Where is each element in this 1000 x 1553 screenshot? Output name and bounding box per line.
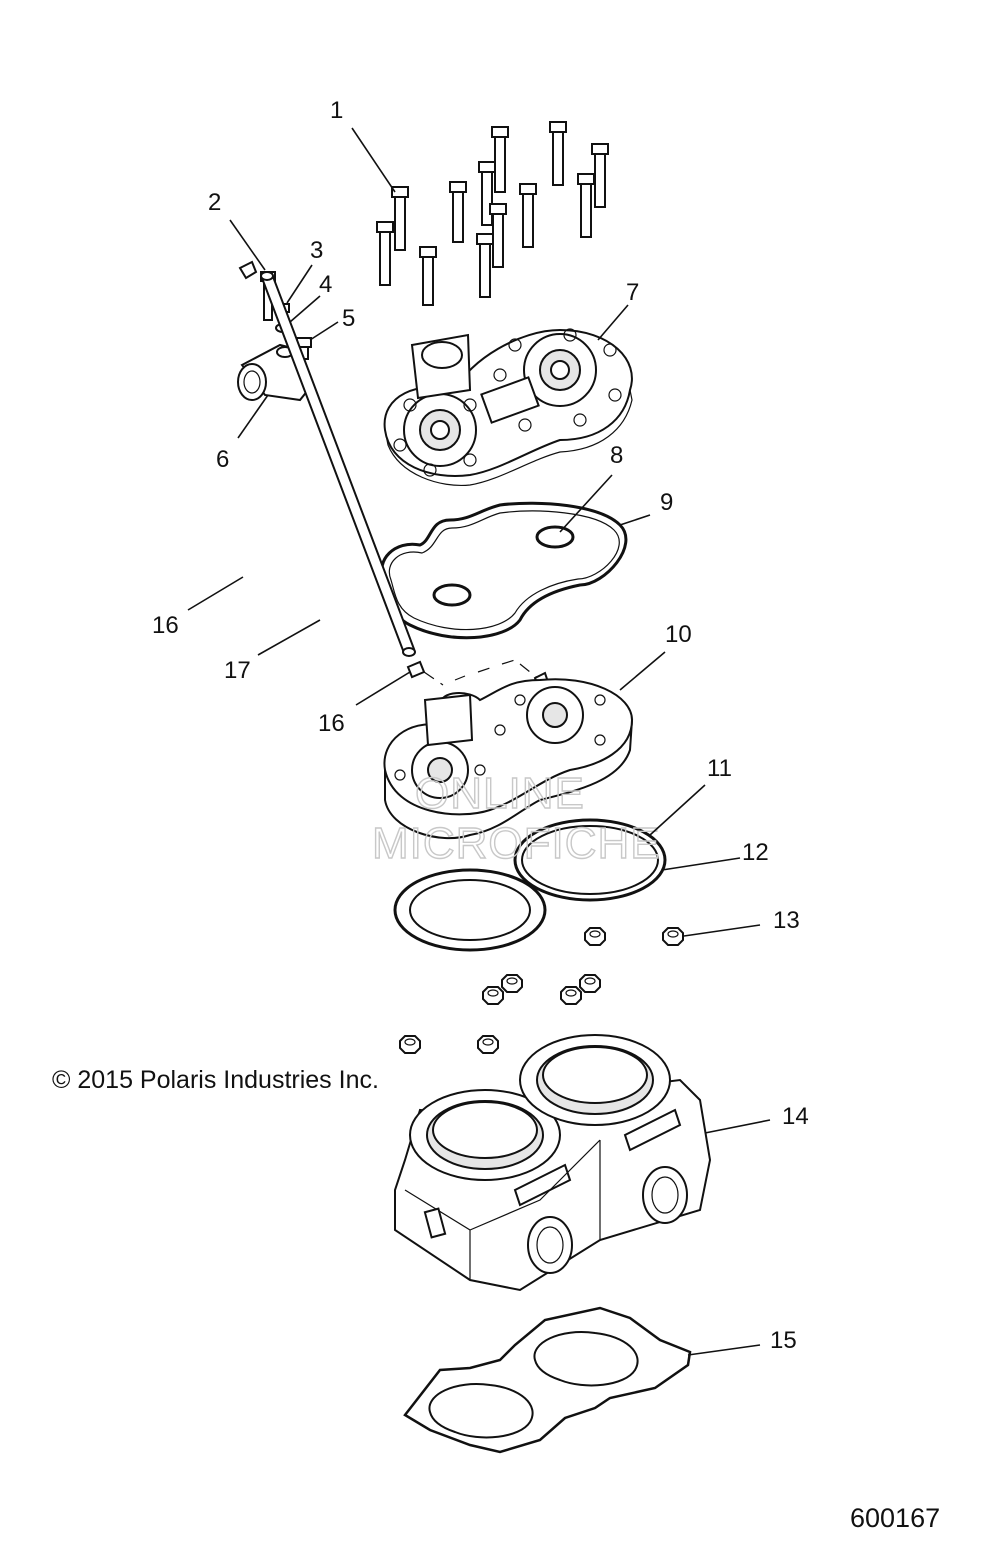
figure-number: 600167 [850,1503,940,1533]
watermark: ONLINE MICROFICHE [371,768,661,868]
callout-9: 9 [660,489,673,516]
head-gasket [380,501,628,640]
callout-13: 13 [773,907,800,934]
water-jacket-cover [383,678,634,840]
base-gasket [403,1306,692,1454]
watermark-line-1: ONLINE [415,769,585,818]
copyright-notice: © 2015 Polaris Industries Inc. [52,1066,379,1094]
callout-16-lower: 16 [318,710,345,737]
leader-lines [187,127,771,1356]
callout-4: 4 [319,271,332,298]
callout-16-upper: 16 [152,612,179,639]
callout-11: 11 [707,755,732,782]
callout-14: 14 [782,1103,809,1130]
callout-numbers: 1 2 3 4 5 6 7 8 9 10 11 12 13 14 15 16 1… [152,97,809,1354]
watermark-line-2: MICROFICHE [372,819,661,868]
seal-rings [393,818,667,952]
cylinder-head [383,328,633,487]
head-bolts [376,121,609,306]
callout-5: 5 [342,305,355,332]
callout-17: 17 [224,657,251,684]
callout-1: 1 [330,97,343,124]
callout-2: 2 [208,189,221,216]
cylinder-block [394,1034,712,1292]
callout-7: 7 [626,279,639,306]
callout-15: 15 [770,1327,797,1354]
bypass-tube-group [238,260,550,689]
callout-6: 6 [216,446,229,473]
nuts [399,927,684,1054]
callout-12: 12 [742,839,769,866]
callout-8: 8 [610,442,623,469]
callout-3: 3 [310,237,323,264]
callout-10: 10 [665,621,692,648]
